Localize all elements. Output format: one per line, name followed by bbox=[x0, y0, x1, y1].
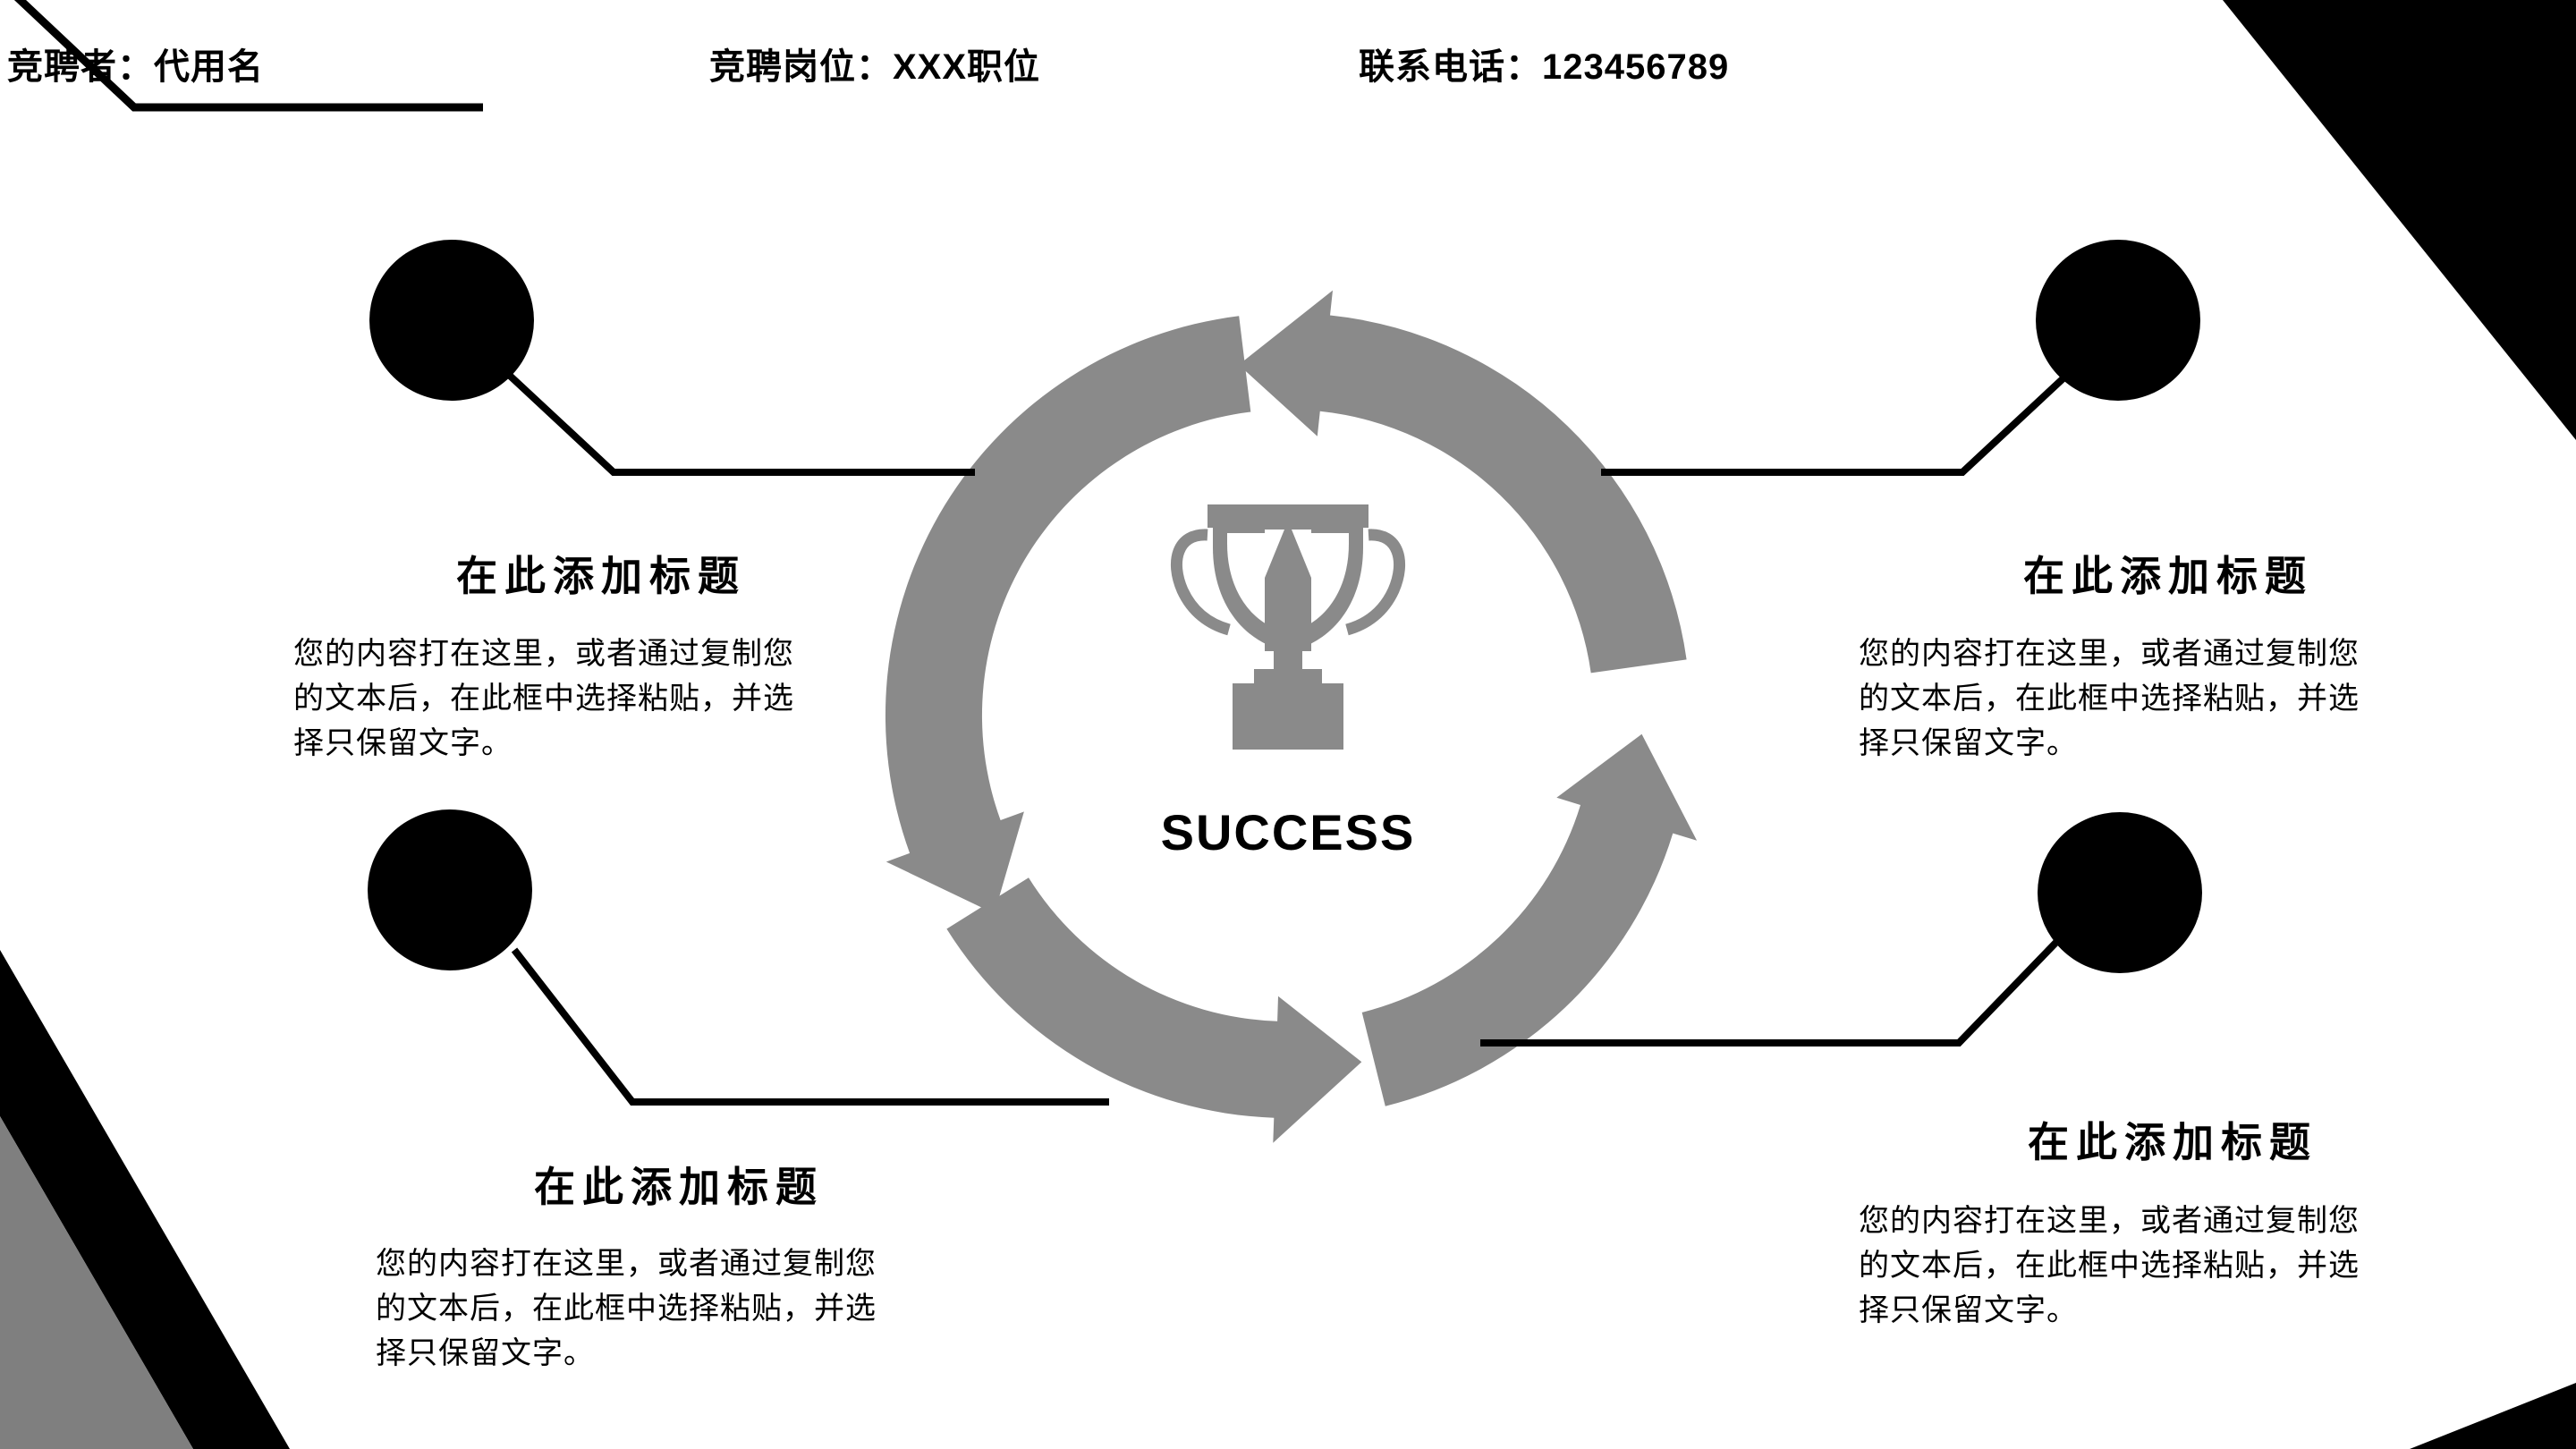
block-body-line: 择只保留文字。 bbox=[293, 726, 513, 760]
dot-bottom-right bbox=[2038, 812, 2202, 973]
cycle-arrow-top-right bbox=[1238, 290, 1687, 674]
block-body-line: 您的内容打在这里，或者通过复制您 bbox=[376, 1247, 877, 1281]
block-body: 您的内容打在这里，或者通过复制您 的文本后，在此框中选择粘贴，并选 择只保留文字… bbox=[1859, 631, 2360, 766]
corner-triangle-bottom-right bbox=[2410, 1383, 2576, 1449]
block-body-line: 择只保留文字。 bbox=[1859, 726, 2078, 760]
success-label: SUCCESS bbox=[1160, 804, 1416, 860]
trophy-icon bbox=[1171, 504, 1405, 750]
header-candidate: 竞聘者：代用名 bbox=[7, 47, 264, 87]
block-title: 在此添加标题 bbox=[534, 1164, 824, 1210]
dot-top-left bbox=[369, 240, 534, 401]
block-body-line: 择只保留文字。 bbox=[1859, 1293, 2078, 1327]
block-body-line: 您的内容打在这里，或者通过复制您 bbox=[293, 637, 794, 671]
header-underline-decoration bbox=[13, 0, 483, 112]
cycle-arrow-bottom-right bbox=[1361, 733, 1698, 1106]
block-body-line: 的文本后，在此框中选择粘贴，并选 bbox=[1859, 1249, 2360, 1283]
block-body: 您的内容打在这里，或者通过复制您 的文本后，在此框中选择粘贴，并选 择只保留文字… bbox=[1859, 1199, 2360, 1333]
connector-line-bottom-left bbox=[511, 947, 1109, 1106]
block-title: 在此添加标题 bbox=[2028, 1119, 2318, 1165]
connectors bbox=[507, 373, 2069, 1106]
connector-line-top-left bbox=[507, 373, 975, 476]
connector-line-top-right bbox=[1601, 373, 2069, 476]
cycle-arrow-bottom-left bbox=[946, 877, 1362, 1143]
block-body-line: 择只保留文字。 bbox=[376, 1336, 595, 1370]
corner-triangle-top-right bbox=[2223, 0, 2576, 440]
block-body-line: 的文本后，在此框中选择粘贴，并选 bbox=[376, 1292, 877, 1326]
cycle-arrow-top-left bbox=[885, 316, 1251, 914]
corner-band-bottom-left bbox=[0, 950, 290, 1449]
block-title: 在此添加标题 bbox=[456, 553, 746, 599]
block-title: 在此添加标题 bbox=[2023, 553, 2313, 599]
dot-top-right bbox=[2036, 240, 2200, 401]
block-body-line: 的文本后，在此框中选择粘贴，并选 bbox=[1859, 682, 2360, 716]
cycle-arrows-icon bbox=[885, 290, 1698, 1143]
connector-line-bottom-right bbox=[1480, 931, 2067, 1046]
header-position: 竞聘岗位：XXX职位 bbox=[709, 47, 1041, 87]
corner-triangle-bottom-left-gray bbox=[0, 1116, 193, 1449]
block-body: 您的内容打在这里，或者通过复制您 的文本后，在此框中选择粘贴，并选 择只保留文字… bbox=[293, 631, 794, 766]
header-phone: 联系电话：123456789 bbox=[1359, 47, 1730, 87]
block-body: 您的内容打在这里，或者通过复制您 的文本后，在此框中选择粘贴，并选 择只保留文字… bbox=[376, 1241, 877, 1376]
block-body-line: 的文本后，在此框中选择粘贴，并选 bbox=[293, 682, 794, 716]
dot-bottom-left bbox=[368, 809, 532, 970]
block-body-line: 您的内容打在这里，或者通过复制您 bbox=[1859, 637, 2360, 671]
block-body-line: 您的内容打在这里，或者通过复制您 bbox=[1859, 1204, 2360, 1238]
connector-dots bbox=[368, 240, 2202, 973]
